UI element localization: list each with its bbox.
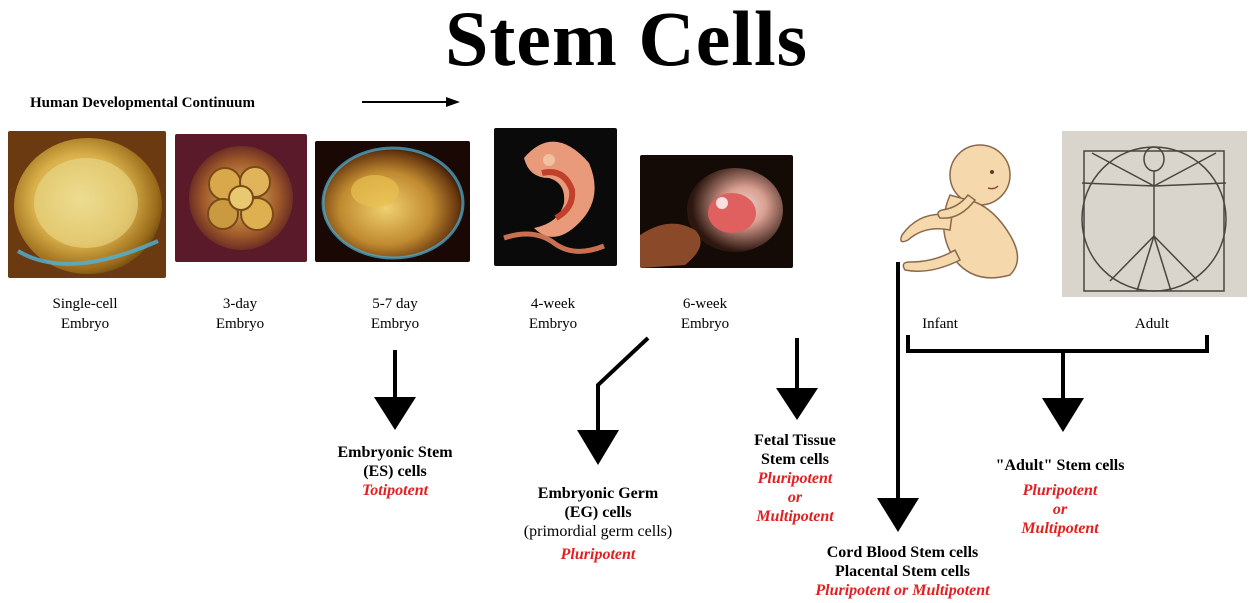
outcome-fetal-tissue-stem-cells: Fetal Tissue Stem cells Pluripotent or M… xyxy=(720,431,870,526)
arrow-cord-head-icon xyxy=(877,498,919,532)
arrow-es-head-icon xyxy=(374,397,416,430)
potency-totipotent: Totipotent xyxy=(300,481,490,500)
outcome-adult-stem-cells: "Adult" Stem cells Pluripotent or Multip… xyxy=(955,456,1165,538)
outcome-cord-blood-placental: Cord Blood Stem cells Placental Stem cel… xyxy=(780,543,1025,600)
outcome-embryonic-stem-cells: Embryonic Stem (ES) cells Totipotent xyxy=(300,443,490,500)
arrow-eg-shaft xyxy=(598,338,648,432)
outcome-embryonic-germ-cells: Embryonic Germ (EG) cells (primordial ge… xyxy=(478,484,718,564)
potency-pluripotent: Pluripotent xyxy=(478,545,718,564)
eg-note: (primordial germ cells) xyxy=(478,522,718,541)
arrow-adult-head-icon xyxy=(1042,398,1084,432)
arrow-eg-head-icon xyxy=(577,430,619,465)
arrow-fetal-head-icon xyxy=(776,388,818,420)
